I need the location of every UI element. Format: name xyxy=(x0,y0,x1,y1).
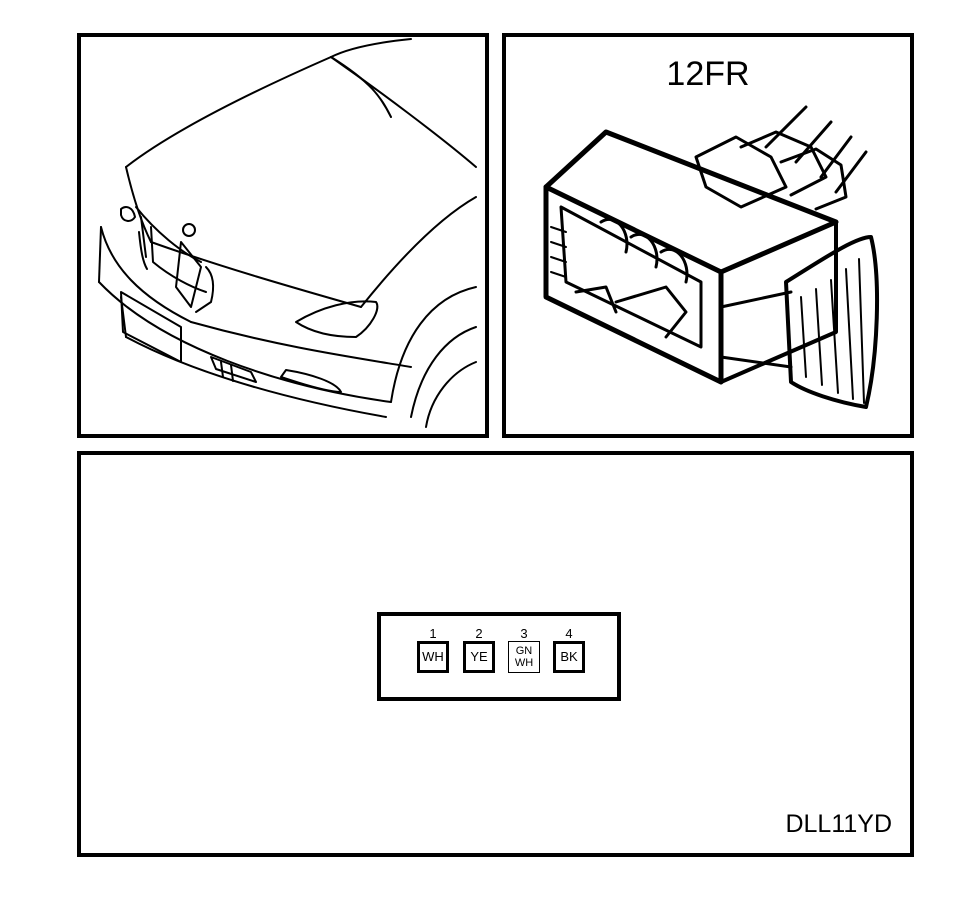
car-front-illustration xyxy=(98,38,477,428)
car-location-panel xyxy=(77,33,489,438)
connector-id-label: 12FR xyxy=(666,55,750,93)
pin-color-line1: GN xyxy=(515,645,533,657)
pin-number: 1 xyxy=(429,626,437,641)
pin-1: 1 WH xyxy=(415,626,451,673)
pin-2: 2 YE xyxy=(461,626,497,673)
pin-number: 4 xyxy=(565,626,573,641)
pin-color: WH xyxy=(417,641,449,673)
connector-view-panel: 12FR xyxy=(502,33,914,438)
pin-color: GN WH xyxy=(508,641,540,673)
connector-illustration xyxy=(543,105,880,409)
pin-3: 3 GN WH xyxy=(506,626,542,673)
pinout-panel: 1 WH 2 YE 3 GN WH 4 BK DLL11YD xyxy=(77,451,914,857)
pin-color: YE xyxy=(463,641,495,673)
connector-face: 1 WH 2 YE 3 GN WH 4 BK xyxy=(377,612,621,701)
pin-color: BK xyxy=(553,641,585,673)
figure-code: DLL11YD xyxy=(785,810,892,838)
pin-number: 2 xyxy=(475,626,483,641)
pin-color-line2: WH xyxy=(514,657,534,669)
pin-number: 3 xyxy=(520,626,528,641)
pin-4: 4 BK xyxy=(551,626,587,673)
